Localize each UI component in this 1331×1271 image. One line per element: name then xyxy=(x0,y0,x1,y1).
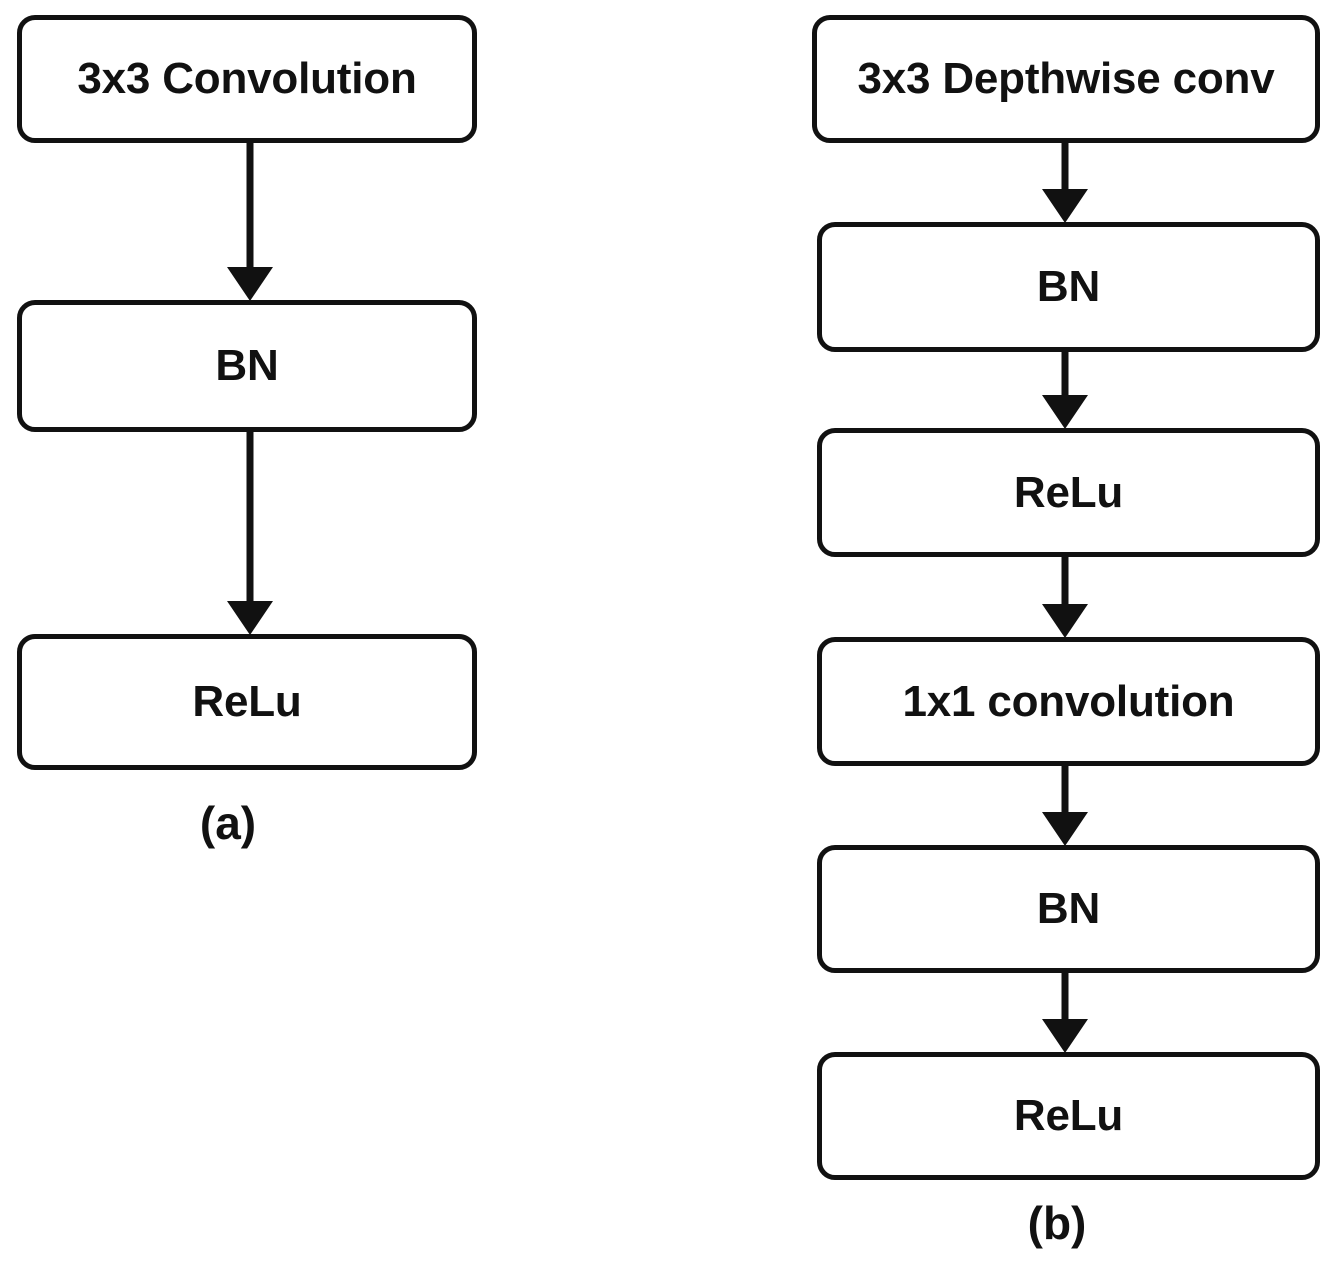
node-label: BN xyxy=(1036,884,1101,933)
arrow-stem xyxy=(1061,557,1069,604)
node-label: BN xyxy=(215,341,279,390)
arrow-head-icon xyxy=(1042,1019,1088,1053)
arrow-stem xyxy=(1061,973,1069,1019)
arrow-stem xyxy=(246,432,254,601)
node-bn-2: BN xyxy=(817,845,1320,973)
node-3x3-depthwise-conv: 3x3 Depthwise conv xyxy=(812,15,1320,143)
arrow-stem xyxy=(1061,352,1069,395)
node-relu-1: ReLu xyxy=(17,634,477,770)
arrow-head-icon xyxy=(1042,604,1088,638)
arrow-stem xyxy=(1061,766,1069,812)
arrow-head-icon xyxy=(227,267,273,301)
arrow-relu-to-1x1conv xyxy=(1042,557,1088,638)
arrow-bn-to-relu-2 xyxy=(1042,973,1088,1053)
node-label: 3x3 Convolution xyxy=(77,54,417,103)
arrow-stem xyxy=(246,143,254,267)
node-bn-1: BN xyxy=(817,222,1320,352)
node-relu-2: ReLu xyxy=(817,1052,1320,1180)
arrow-head-icon xyxy=(227,601,273,635)
arrow-stem xyxy=(1061,143,1069,189)
arrow-dwconv-to-bn xyxy=(1042,143,1088,223)
arrow-head-icon xyxy=(1042,189,1088,223)
node-label: BN xyxy=(1036,262,1101,311)
node-label: 3x3 Depthwise conv xyxy=(857,54,1275,103)
node-label: ReLu xyxy=(1013,1091,1124,1140)
arrow-head-icon xyxy=(1042,812,1088,846)
panel-a-caption: (a) xyxy=(199,797,257,849)
panel-b-caption: (b) xyxy=(1027,1197,1087,1249)
node-1x1-convolution: 1x1 convolution xyxy=(817,637,1320,766)
arrow-bn-to-relu xyxy=(227,432,273,635)
node-relu-1: ReLu xyxy=(817,428,1320,557)
node-label: ReLu xyxy=(192,677,302,726)
node-bn-1: BN xyxy=(17,300,477,432)
node-label: ReLu xyxy=(1013,467,1124,517)
node-label: 1x1 convolution xyxy=(902,676,1235,726)
node-3x3-convolution: 3x3 Convolution xyxy=(17,15,477,143)
arrow-head-icon xyxy=(1042,395,1088,429)
arrow-conv-to-bn xyxy=(227,143,273,301)
arrow-bn-to-relu-1 xyxy=(1042,352,1088,429)
arrow-1x1conv-to-bn xyxy=(1042,766,1088,846)
